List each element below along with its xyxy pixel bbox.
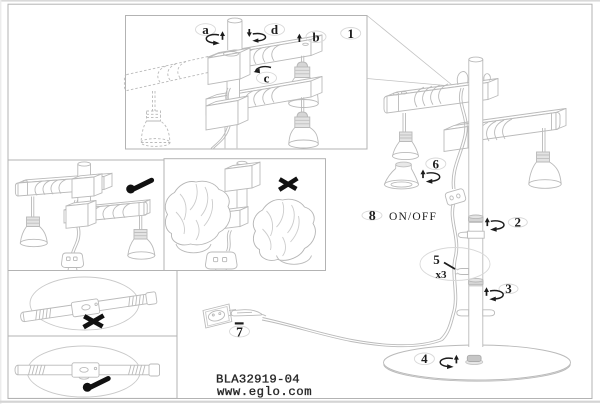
svg-text:3: 3 <box>505 281 512 296</box>
svg-text:1: 1 <box>347 26 354 41</box>
svg-text:8: 8 <box>369 209 376 224</box>
svg-text:5: 5 <box>433 252 440 267</box>
svg-text:2: 2 <box>515 215 522 230</box>
svg-text:d: d <box>271 22 279 37</box>
svg-text:c: c <box>264 71 270 86</box>
svg-text:ON/OFF: ON/OFF <box>389 211 437 223</box>
svg-text:BLA32919-04: BLA32919-04 <box>216 372 300 386</box>
svg-text:a: a <box>202 22 209 37</box>
svg-text:4: 4 <box>421 351 428 366</box>
svg-text:6: 6 <box>433 156 440 171</box>
svg-text:www.eglo.com: www.eglo.com <box>217 385 312 399</box>
svg-text:b: b <box>312 30 319 45</box>
svg-text:x3: x3 <box>436 269 448 281</box>
svg-text:7: 7 <box>236 325 243 340</box>
